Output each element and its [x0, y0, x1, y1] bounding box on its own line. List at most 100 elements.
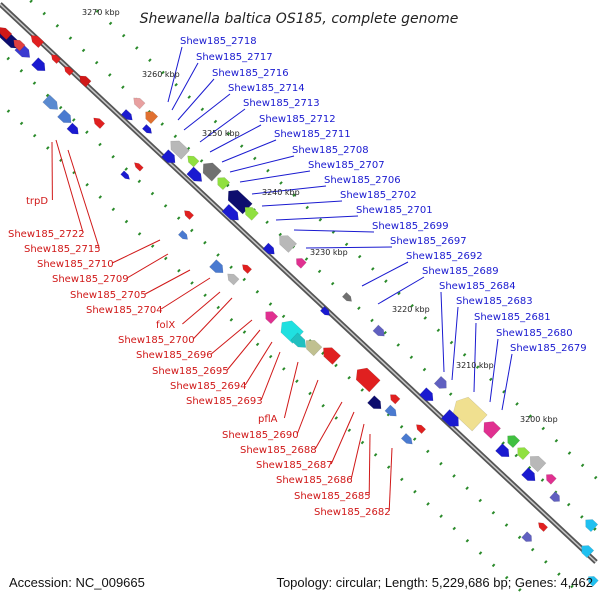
forward-gene-label[interactable]: Shew185_2708	[292, 145, 369, 156]
tick-dot	[281, 314, 286, 319]
forward-gene-label[interactable]: Shew185_2681	[474, 312, 551, 323]
tick-dot	[541, 426, 546, 431]
forward-gene-label[interactable]: Shew185_2684	[439, 281, 516, 292]
tick-dot	[200, 107, 205, 112]
reverse-gene-label[interactable]: Shew185_2682	[314, 507, 391, 518]
forward-gene-label[interactable]: Shew185_2706	[324, 175, 401, 186]
reverse-gene-label[interactable]: Shew185_2690	[222, 430, 299, 441]
forward-gene-label[interactable]: Shew185_2717	[196, 52, 273, 63]
tick-dot	[400, 477, 404, 482]
tick-dot	[412, 437, 417, 441]
reverse-gene-label[interactable]: Shew185_2694	[170, 381, 247, 392]
gene-feature	[296, 258, 307, 269]
reverse-gene-label[interactable]: folX	[156, 320, 175, 331]
reverse-gene-label[interactable]: Shew185_2685	[294, 491, 371, 502]
accession-text: Accession: NC_009665	[9, 575, 145, 590]
reverse-gene-label[interactable]: Shew185_2709	[52, 274, 129, 285]
tick-dot	[255, 342, 260, 347]
tick-dot	[436, 328, 441, 333]
tick-dot	[475, 365, 480, 369]
forward-gene-label[interactable]: Shew185_2707	[308, 160, 385, 171]
reverse-gene-label[interactable]: trpD	[26, 196, 48, 207]
forward-gene-label[interactable]: Shew185_2713	[243, 98, 320, 109]
reverse-gene-label[interactable]: Shew185_2696	[136, 350, 213, 361]
tick-dot	[370, 318, 374, 323]
gene-feature	[507, 435, 521, 449]
gene-feature	[521, 531, 532, 542]
tick-dot	[540, 478, 545, 482]
forward-gene-label[interactable]: Shew185_2692	[406, 251, 483, 262]
forward-leader-line	[239, 170, 311, 183]
reverse-gene-label[interactable]: Shew185_2705	[70, 290, 147, 301]
forward-leader-line	[489, 338, 499, 403]
reverse-leader-line	[67, 149, 100, 249]
forward-leader-line	[377, 276, 425, 305]
forward-gene-label[interactable]: Shew185_2701	[356, 205, 433, 216]
tick-dot	[242, 277, 246, 282]
reverse-gene-label[interactable]: Shew185_2686	[276, 475, 353, 486]
tick-dot	[410, 303, 414, 308]
reverse-gene-label[interactable]: Shew185_2700	[118, 335, 195, 346]
forward-gene-label[interactable]: Shew185_2711	[274, 129, 351, 140]
tick-dot	[148, 58, 152, 62]
reverse-gene-label[interactable]: pflA	[258, 414, 278, 425]
forward-leader-line	[275, 215, 359, 221]
reverse-leader-line	[296, 379, 319, 435]
tick-dot	[216, 253, 220, 257]
tick-dot	[135, 46, 139, 50]
forward-gene-label[interactable]: Shew185_2680	[496, 328, 573, 339]
gene-feature	[323, 347, 342, 365]
forward-gene-label[interactable]: Shew185_2697	[390, 236, 467, 247]
forward-leader-line	[209, 124, 262, 153]
forward-gene-label[interactable]: Shew185_2689	[422, 266, 499, 277]
reverse-gene-label[interactable]: Shew185_2715	[24, 244, 101, 255]
forward-gene-label[interactable]: Shew185_2683	[456, 296, 533, 307]
reverse-gene-label[interactable]: Shew185_2695	[152, 366, 229, 377]
forward-gene-label[interactable]: Shew185_2712	[259, 114, 336, 125]
reverse-gene-label[interactable]: Shew185_2687	[256, 460, 333, 471]
tick-dot	[371, 267, 375, 271]
reverse-gene-label[interactable]: Shew185_2710	[37, 259, 114, 270]
kbp-marker: 3250 kbp	[202, 129, 240, 138]
kbp-marker: 3210 kbp	[456, 361, 494, 370]
forward-gene-label[interactable]: Shew185_2679	[510, 343, 587, 354]
tick-dot	[19, 121, 24, 126]
reverse-gene-label[interactable]: Shew185_2688	[240, 445, 317, 456]
reverse-gene-label[interactable]: Shew185_2722	[8, 229, 85, 240]
forward-gene-label[interactable]: Shew185_2702	[340, 190, 417, 201]
gene-feature	[161, 149, 176, 164]
tick-dot	[98, 142, 102, 147]
tick-dot	[360, 440, 365, 445]
tick-dot	[330, 281, 335, 286]
reverse-gene-label[interactable]: Shew185_2704	[86, 305, 163, 316]
reverse-leader-line	[192, 297, 233, 340]
reverse-leader-line	[55, 139, 84, 234]
gene-feature	[265, 311, 279, 325]
forward-gene-label[interactable]: Shew185_2699	[372, 221, 449, 232]
forward-gene-label[interactable]: Shew185_2718	[180, 36, 257, 47]
gene-feature	[384, 404, 397, 417]
forward-leader-line	[305, 246, 393, 249]
tick-dot	[282, 367, 286, 371]
reverse-gene-label[interactable]: Shew185_2693	[186, 396, 263, 407]
gene-feature	[221, 203, 239, 221]
tick-dot	[544, 560, 548, 564]
forward-gene-label[interactable]: Shew185_2714	[228, 83, 305, 94]
gene-feature	[170, 140, 190, 160]
reverse-leader-line	[160, 277, 211, 310]
forward-leader-line	[199, 108, 246, 143]
tick-dot	[213, 119, 218, 124]
tick-dot	[360, 388, 365, 392]
gene-feature	[217, 177, 231, 191]
tick-dot	[422, 367, 427, 372]
tick-dot	[81, 48, 86, 53]
forward-leader-line	[183, 93, 231, 131]
tick-dot	[518, 588, 522, 592]
forward-leader-line	[251, 185, 327, 195]
tick-dot	[426, 449, 430, 454]
forward-leader-line	[171, 62, 199, 111]
gene-feature	[529, 455, 547, 473]
forward-gene-label[interactable]: Shew185_2716	[212, 68, 289, 79]
kbp-marker: 3270 kbp	[82, 8, 120, 17]
gene-feature	[452, 396, 488, 432]
